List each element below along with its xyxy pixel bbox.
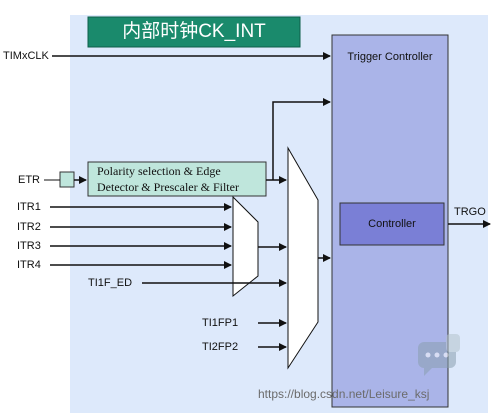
itr4-label: ITR4 (17, 259, 41, 271)
etr-input-box (59, 171, 75, 188)
title-banner-box (87, 16, 301, 48)
trigger-multiplexer (287, 146, 319, 370)
itr3-label: ITR3 (17, 240, 41, 252)
ti1fp1-label: TI1FP1 (202, 317, 239, 329)
chat-bubble-icon (418, 334, 460, 376)
trigger-controller-label: Trigger Controller (347, 51, 433, 63)
polarity-label-line1: Polarity selection & Edge (97, 164, 221, 178)
trgo-label: TRGO (454, 206, 486, 218)
controller-block (339, 202, 445, 246)
watermark-text: https://blog.csdn.net/Leisure_ksj (258, 387, 430, 401)
polarity-filter-block (87, 161, 267, 197)
itr-multiplexer (232, 195, 259, 298)
polarity-label-line2: Detector & Prescaler & Filter (97, 180, 239, 194)
timxclk-label: TIMxCLK (3, 50, 49, 62)
itr2-label: ITR2 (17, 221, 41, 233)
ti1f-ed-label: TI1F_ED (88, 277, 133, 289)
title-banner-text: 内部时钟CK_INT (122, 21, 266, 42)
controller-label: Controller (368, 218, 416, 230)
itr1-label: ITR1 (17, 201, 41, 213)
ti2fp2-label: TI2FP2 (202, 341, 239, 353)
etr-label: ETR (18, 174, 40, 186)
filter-branch-line (272, 98, 331, 180)
